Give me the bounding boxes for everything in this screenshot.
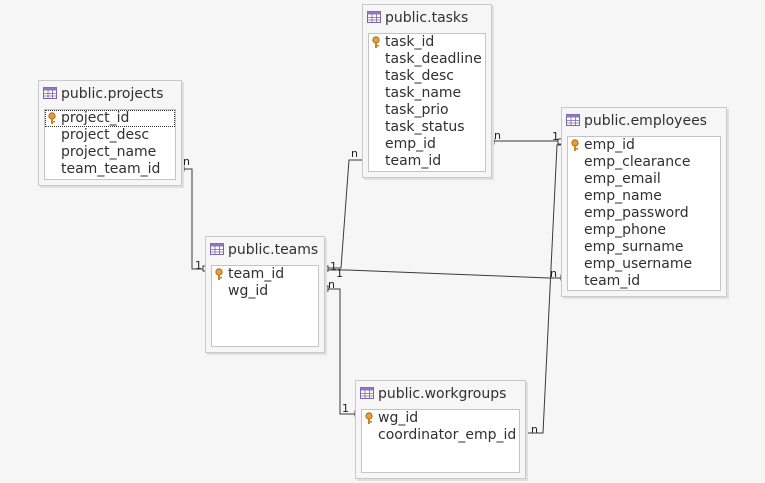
table-title: public.teams	[228, 242, 319, 258]
column-row[interactable]: emp_name	[568, 188, 720, 205]
column-row[interactable]: emp_phone	[568, 222, 720, 239]
column-name: emp_username	[584, 256, 693, 272]
table-title: public.projects	[61, 86, 164, 102]
cardinality-label: 1	[330, 260, 337, 273]
column-row[interactable]: emp_id	[568, 137, 720, 154]
column-name: emp_password	[584, 205, 689, 221]
column-list[interactable]: project_id project_desc project_name tea…	[44, 109, 176, 180]
cardinality-label: n	[351, 147, 358, 160]
column-row[interactable]: team_id	[369, 153, 485, 170]
column-name: task_prio	[385, 102, 449, 118]
column-row[interactable]: emp_id	[369, 136, 485, 153]
column-row[interactable]: task_status	[369, 119, 485, 136]
cardinality-label: 1	[195, 259, 202, 272]
column-name: emp_clearance	[584, 154, 691, 170]
relation-line-projects-teams	[182, 168, 205, 270]
column-row[interactable]: coordinator_emp_id	[362, 427, 519, 444]
relation-line-tasks-teams	[326, 159, 366, 269]
column-list[interactable]: task_id task_deadline task_desc task_nam…	[368, 33, 486, 172]
column-row[interactable]: task_prio	[369, 102, 485, 119]
column-name: emp_id	[584, 137, 635, 153]
column-row[interactable]: task_deadline	[369, 51, 485, 68]
table-title: public.workgroups	[378, 386, 507, 402]
key-icon	[571, 139, 579, 151]
column-row[interactable]: emp_clearance	[568, 154, 720, 171]
column-row[interactable]: project_id	[45, 110, 175, 127]
table-icon	[566, 113, 580, 126]
cardinality-label: n	[494, 129, 501, 142]
cardinality-label: n	[550, 267, 557, 280]
column-list[interactable]: team_id wg_id	[211, 265, 319, 347]
column-row[interactable]: task_name	[369, 85, 485, 102]
column-name: task_name	[385, 85, 462, 101]
column-row[interactable]: team_id	[212, 266, 318, 283]
cardinality-label: n	[183, 155, 190, 168]
column-name: project_desc	[61, 127, 150, 143]
column-row[interactable]: project_desc	[45, 127, 175, 144]
table-icon	[360, 386, 374, 399]
column-row[interactable]: project_name	[45, 144, 175, 161]
column-row[interactable]: task_desc	[369, 68, 485, 85]
column-row[interactable]: task_id	[369, 34, 485, 51]
column-name: project_name	[61, 144, 157, 160]
key-icon	[372, 36, 380, 48]
table-tasks[interactable]: public.tasks task_id task_deadline task_…	[362, 4, 492, 178]
table-employees[interactable]: public.employees emp_id emp_clearance em…	[561, 107, 727, 297]
column-name: task_desc	[385, 68, 454, 84]
column-name: wg_id	[228, 283, 269, 299]
column-row[interactable]: wg_id	[362, 410, 519, 427]
column-name: emp_surname	[584, 239, 684, 255]
column-name: team_id	[228, 266, 285, 282]
table-header[interactable]: public.workgroups	[356, 381, 525, 407]
column-name: task_id	[385, 34, 435, 50]
cardinality-label: 1	[336, 267, 343, 280]
table-header[interactable]: public.teams	[206, 237, 324, 263]
column-name: project_id	[61, 110, 130, 126]
table-icon	[43, 86, 57, 99]
column-name: coordinator_emp_id	[378, 427, 517, 443]
column-name: wg_id	[378, 410, 419, 426]
table-teams[interactable]: public.teams team_id wg_id	[205, 236, 325, 353]
table-title: public.tasks	[385, 10, 469, 26]
cardinality-label: 1	[552, 130, 559, 143]
table-icon	[367, 10, 381, 23]
relation-line-workgroups-employees	[525, 144, 563, 434]
table-workgroups[interactable]: public.workgroups wg_id coordinator_emp_…	[355, 380, 526, 479]
table-header[interactable]: public.tasks	[363, 5, 491, 31]
column-row[interactable]: emp_surname	[568, 239, 720, 256]
column-row[interactable]: emp_username	[568, 256, 720, 273]
column-row[interactable]: emp_email	[568, 171, 720, 188]
column-name: task_deadline	[385, 51, 482, 67]
column-row[interactable]: team_id	[568, 273, 720, 290]
column-name: team_id	[385, 153, 442, 169]
column-list[interactable]: emp_id emp_clearance emp_email emp_name …	[567, 136, 721, 291]
column-name: emp_name	[584, 188, 662, 204]
cardinality-label: n	[328, 278, 335, 291]
column-name: emp_email	[584, 171, 661, 187]
column-name: team_id	[584, 273, 641, 289]
table-projects[interactable]: public.projects project_id project_desc …	[38, 80, 182, 186]
table-title: public.employees	[584, 113, 707, 129]
table-header[interactable]: public.employees	[562, 108, 726, 134]
column-name: team_team_id	[61, 161, 161, 177]
table-icon	[210, 242, 224, 255]
cardinality-label: 1	[342, 402, 349, 415]
column-name: emp_phone	[584, 222, 666, 238]
column-row[interactable]: team_team_id	[45, 161, 175, 178]
key-icon	[48, 112, 56, 124]
table-header[interactable]: public.projects	[39, 81, 181, 107]
key-icon	[215, 268, 223, 280]
relation-line-employees-teams	[326, 269, 563, 279]
relation-line-teams-workgroups	[326, 288, 357, 415]
cardinality-label: n	[531, 423, 538, 436]
column-name: emp_id	[385, 136, 436, 152]
column-row[interactable]: emp_password	[568, 205, 720, 222]
column-row[interactable]: wg_id	[212, 283, 318, 300]
column-list[interactable]: wg_id coordinator_emp_id	[361, 409, 520, 473]
key-icon	[365, 412, 373, 424]
column-name: task_status	[385, 119, 465, 135]
